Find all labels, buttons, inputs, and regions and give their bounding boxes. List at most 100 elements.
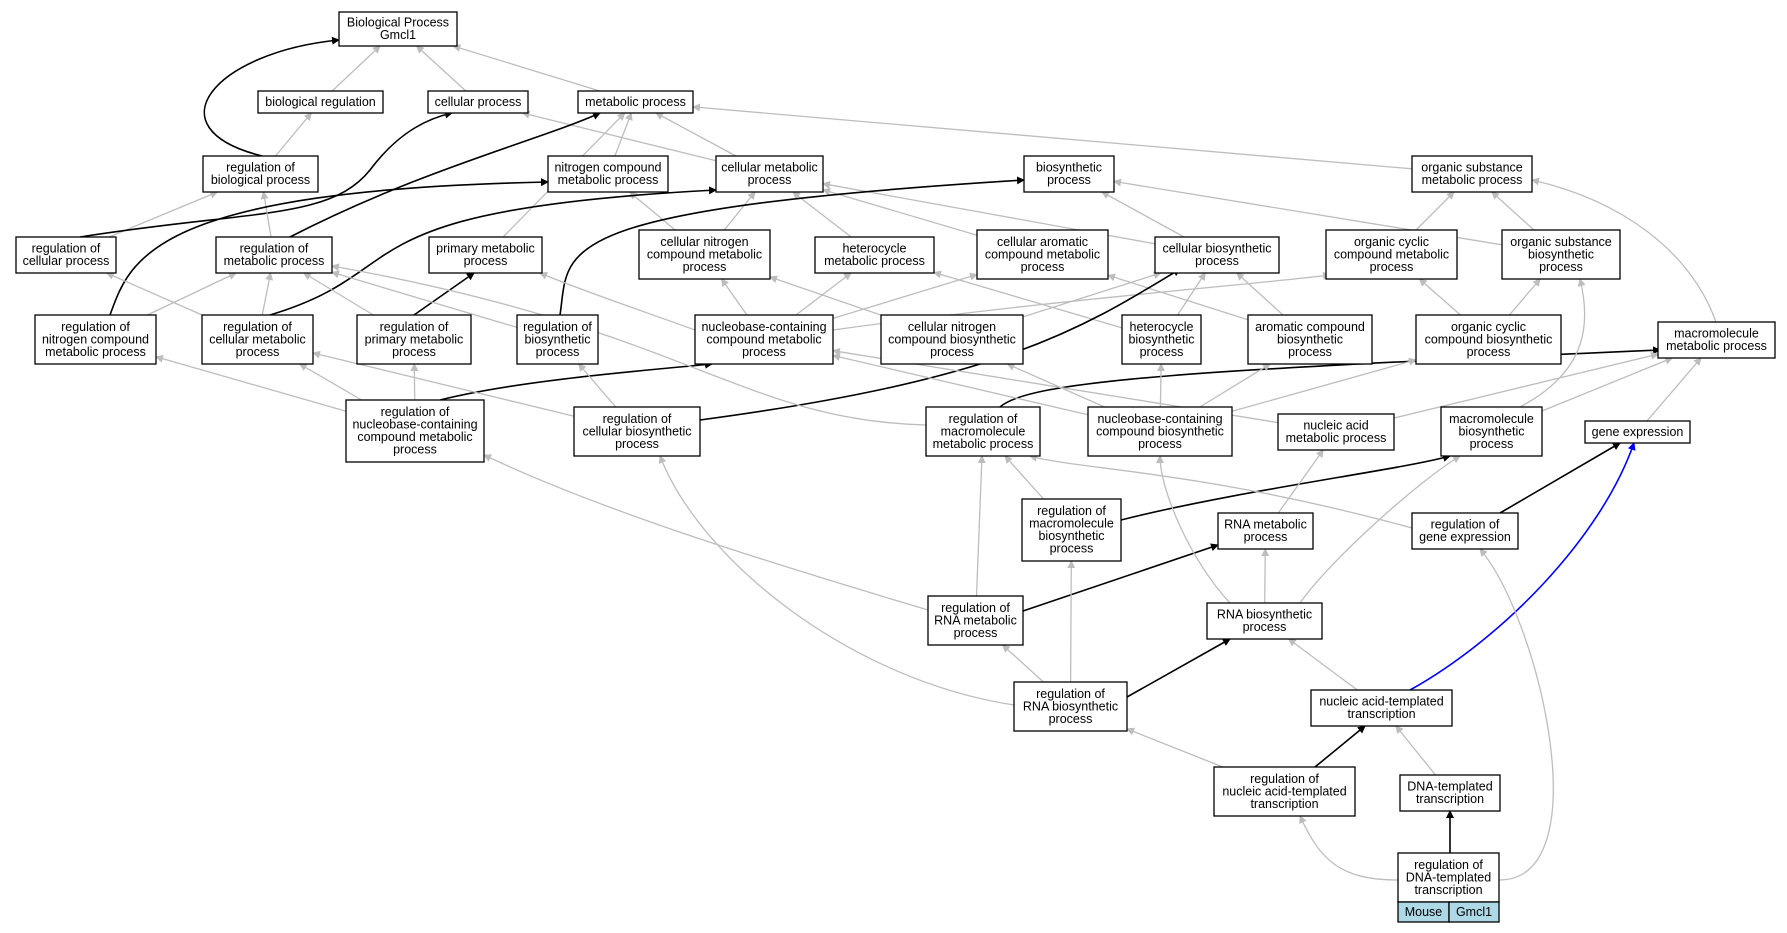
edge-regrnabiosyn-to-rnabiosyn	[1126, 638, 1231, 698]
node-label: process	[1049, 712, 1093, 726]
edge-nucbasebiosyn-to-cellnitbiosyn	[1006, 363, 1105, 408]
node-label: transcription	[1347, 707, 1415, 721]
node-box	[356, 314, 472, 365]
node-label: macromolecule	[941, 424, 1026, 438]
node-box	[1440, 406, 1543, 457]
node-regnucbasemet[interactable]: regulation ofnucleobase-containingcompou…	[345, 399, 485, 463]
node-box	[694, 314, 834, 365]
node-box	[1399, 774, 1501, 812]
node-label: biosynthetic	[1128, 332, 1194, 346]
node-box	[201, 314, 314, 365]
edge-regbiosyn-to-biosyn	[559, 176, 1025, 316]
node-box	[547, 155, 669, 193]
node-box	[257, 90, 384, 114]
edge-nitmet-to-metproc	[614, 112, 633, 157]
node-label: regulation of	[32, 242, 101, 256]
node-label: organic cyclic	[1451, 320, 1526, 334]
node-box	[715, 155, 824, 193]
edge-cellmet-to-cellproc	[521, 110, 717, 162]
edge-regbio-to-bioreg	[275, 112, 312, 157]
node-bioreg[interactable]: biological regulation	[257, 90, 384, 114]
node-cellproc[interactable]: cellular process	[427, 90, 529, 114]
node-label: regulation of	[1250, 772, 1319, 786]
edge-regnuctrans-to-nuctrans	[1314, 725, 1366, 768]
node-label: metabolic process	[585, 95, 686, 109]
edge-metproc-to-root	[452, 44, 600, 92]
node-metproc[interactable]: metabolic process	[577, 90, 694, 114]
node-box	[1415, 314, 1562, 365]
edge-nucbasebiosyn-to-arobiosyn	[1199, 363, 1271, 408]
node-box	[427, 90, 529, 114]
edge-cellbiosyn-to-biosyn	[1101, 191, 1185, 238]
node-geneexp[interactable]: gene expression	[1584, 420, 1691, 444]
edge-regdnatrans-to-reggeneexp	[1479, 548, 1554, 881]
edge-arobiosyn-to-cellaromet	[1107, 273, 1249, 321]
node-label: process	[930, 345, 974, 359]
node-label: RNA biosynthetic	[1217, 608, 1312, 622]
node-regmacrobiosyn[interactable]: regulation ofmacromoleculebiosyntheticpr…	[1021, 498, 1122, 562]
node-box	[1206, 602, 1323, 640]
node-box	[428, 236, 543, 274]
edge-regmacromet-to-regmet	[331, 263, 927, 426]
edge-nucbasemet-to-primmet	[539, 272, 696, 331]
node-label: Gmcl1	[380, 28, 416, 42]
node-label: metabolic process	[933, 437, 1034, 451]
edge-regnucbasemet-to-nucbasemet	[439, 360, 713, 401]
node-label: RNA biosynthetic	[1023, 699, 1118, 713]
node-box	[1213, 766, 1356, 817]
node-label: biological process	[211, 173, 310, 187]
node-box	[1247, 314, 1373, 365]
node-label: regulation of	[226, 161, 295, 175]
edge-cellnitbiosyn-to-cellbiosyn	[1022, 271, 1162, 318]
node-label: metabolic process	[1422, 173, 1523, 187]
edge-regmet-to-metproc	[289, 112, 601, 238]
node-label: regulation of	[1414, 858, 1483, 872]
node-label: organic substance	[1421, 161, 1523, 175]
node-label: nucleobase-containing	[1097, 412, 1222, 426]
edge-regnucbasemet-to-regnitmet	[155, 354, 347, 412]
node-label: biological regulation	[265, 95, 376, 109]
edge-regrnabiosyn-to-regmacrobiosyn	[1067, 560, 1076, 683]
node-box	[925, 406, 1041, 457]
